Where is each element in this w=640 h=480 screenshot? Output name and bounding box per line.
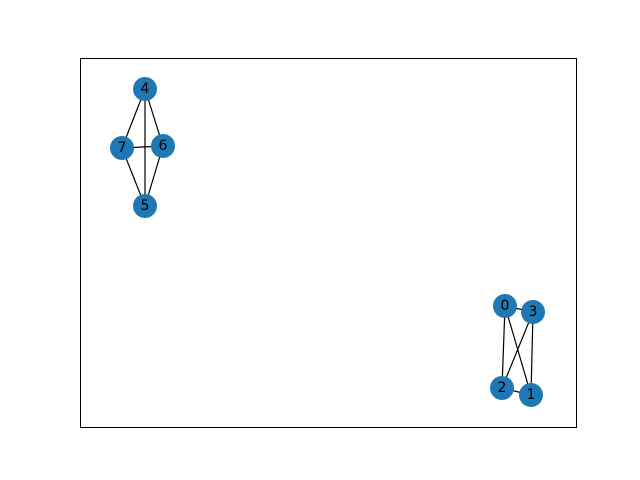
node-circle-3 — [521, 300, 545, 324]
edge-1-3 — [530, 311, 534, 396]
node-circle-1 — [519, 383, 543, 407]
plot-frame — [80, 58, 577, 428]
node-5: 5 — [133, 194, 157, 218]
node-label-2: 2 — [498, 380, 507, 396]
node-circle-0 — [493, 294, 517, 318]
node-label-4: 4 — [141, 81, 150, 97]
node-circle-7 — [110, 136, 134, 160]
node-label-1: 1 — [527, 387, 536, 403]
node-7: 7 — [110, 136, 134, 160]
node-label-5: 5 — [141, 198, 150, 214]
node-3: 3 — [521, 300, 545, 324]
node-0: 0 — [493, 294, 517, 318]
edge-0-1 — [504, 305, 532, 396]
node-1: 1 — [519, 383, 543, 407]
node-label-0: 0 — [501, 298, 510, 314]
node-2: 2 — [490, 376, 514, 400]
node-circle-4 — [133, 77, 157, 101]
node-label-3: 3 — [529, 304, 538, 320]
node-6: 6 — [151, 134, 175, 158]
node-circle-6 — [151, 134, 175, 158]
node-label-7: 7 — [118, 140, 127, 156]
node-label-6: 6 — [159, 138, 168, 154]
node-circle-5 — [133, 194, 157, 218]
nodes-layer: 0 1 2 3 4 5 6 7 — [110, 77, 545, 407]
node-4: 4 — [133, 77, 157, 101]
edge-2-3 — [501, 311, 534, 389]
edge-0-2 — [501, 305, 506, 389]
node-circle-2 — [490, 376, 514, 400]
